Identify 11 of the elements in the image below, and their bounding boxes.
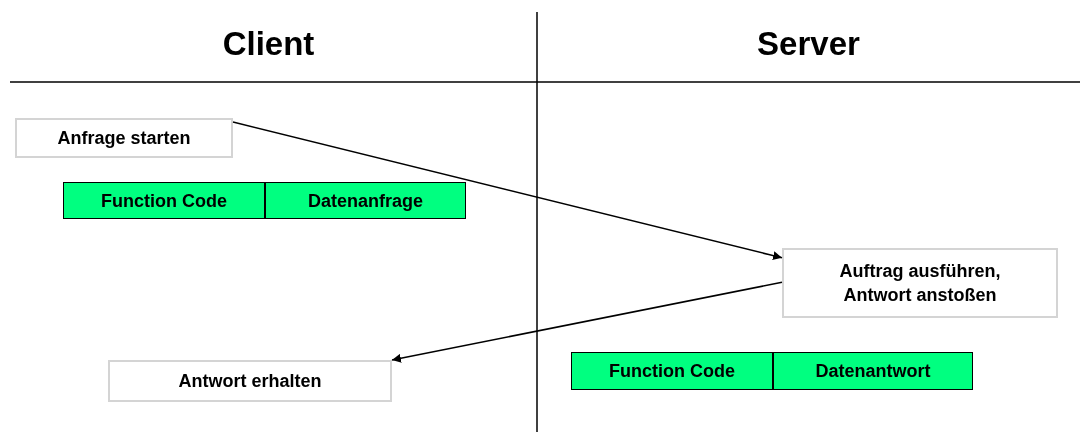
message-field: Function Code bbox=[571, 352, 773, 390]
step-box: Auftrag ausführen, Antwort anstoßen bbox=[782, 248, 1058, 318]
arrow bbox=[391, 281, 783, 363]
step-box: Antwort erhalten bbox=[108, 360, 392, 402]
arrow bbox=[232, 121, 783, 260]
message-field: Function Code bbox=[63, 182, 265, 219]
step-box: Anfrage starten bbox=[15, 118, 233, 158]
message-field: Datenantwort bbox=[773, 352, 973, 390]
column-heading: Server bbox=[756, 24, 861, 64]
column-heading: Client bbox=[221, 24, 316, 64]
message-field: Datenanfrage bbox=[265, 182, 466, 219]
